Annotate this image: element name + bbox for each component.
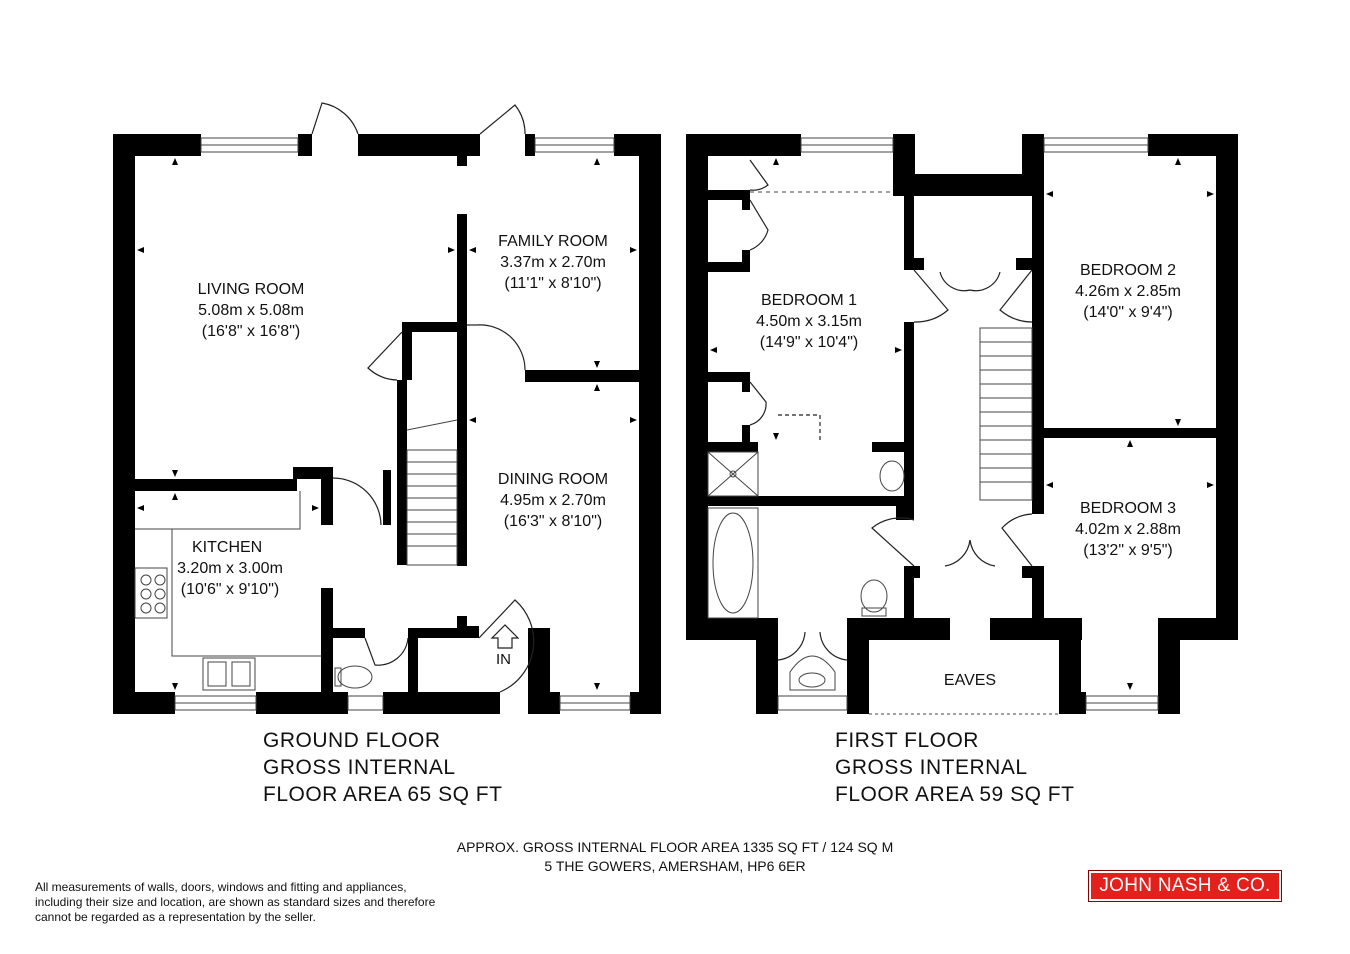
kitchen-metric: 3.20m x 3.00m bbox=[177, 560, 283, 577]
address: 5 THE GOWERS, AMERSHAM, HP6 6ER bbox=[544, 858, 806, 874]
disclaimer-line: including their size and location, are s… bbox=[35, 895, 436, 909]
kitchen-label: KITCHEN 3.20m x 3.00m (10'6" x 9'10") bbox=[160, 537, 300, 600]
bedroom1-imperial: (14'9" x 10'4") bbox=[759, 334, 859, 351]
bedroom2-imperial: (14'0" x 9'4") bbox=[1083, 304, 1173, 321]
entrance-label: IN bbox=[496, 651, 511, 668]
bedroom3-imperial: (13'2" x 9'5") bbox=[1083, 542, 1173, 559]
bedroom1-label: BEDROOM 1 4.50m x 3.15m (14'9" x 10'4") bbox=[739, 290, 879, 353]
ground-floor-walls bbox=[113, 134, 661, 714]
kitchen-imperial: (10'6" x 9'10") bbox=[180, 581, 280, 598]
family-room-name: FAMILY ROOM bbox=[498, 233, 608, 250]
first-floor-area: FLOOR AREA 59 SQ FT bbox=[835, 783, 1075, 806]
first-floor-measure-ticks bbox=[710, 158, 1214, 690]
bedroom3-metric: 4.02m x 2.88m bbox=[1075, 521, 1181, 538]
first-floor-plan bbox=[686, 134, 1238, 715]
ground-floor-caption: GROUND FLOOR GROSS INTERNAL FLOOR AREA 6… bbox=[263, 727, 502, 808]
ground-floor-title: GROUND FLOOR bbox=[263, 729, 441, 752]
summary: APPROX. GROSS INTERNAL FLOOR AREA 1335 S… bbox=[0, 838, 1350, 876]
ground-floor-plan bbox=[113, 102, 661, 714]
bathroom-fittings bbox=[707, 451, 905, 691]
first-floor-title: FIRST FLOOR bbox=[835, 729, 979, 752]
living-room-metric: 5.08m x 5.08m bbox=[198, 302, 304, 319]
kitchen-name: KITCHEN bbox=[192, 539, 263, 556]
ground-floor-windows bbox=[174, 137, 631, 711]
agent-logo: JOHN NASH & CO. bbox=[1088, 870, 1282, 902]
bedroom2-metric: 4.26m x 2.85m bbox=[1075, 283, 1181, 300]
first-floor-windows bbox=[750, 137, 1159, 715]
bedroom1-name: BEDROOM 1 bbox=[760, 292, 857, 309]
living-room-name: LIVING ROOM bbox=[197, 281, 305, 298]
dining-room-name: DINING ROOM bbox=[497, 471, 609, 488]
ground-floor-doors bbox=[311, 102, 535, 693]
living-room-label: LIVING ROOM 5.08m x 5.08m (16'8" x 16'8"… bbox=[186, 279, 316, 342]
first-floor-caption: FIRST FLOOR GROSS INTERNAL FLOOR AREA 59… bbox=[835, 727, 1074, 808]
bedroom2-label: BEDROOM 2 4.26m x 2.85m (14'0" x 9'4") bbox=[1058, 260, 1198, 323]
ground-floor-area: FLOOR AREA 65 SQ FT bbox=[263, 783, 503, 806]
family-room-label: FAMILY ROOM 3.37m x 2.70m (11'1" x 8'10"… bbox=[478, 231, 628, 294]
first-floor-stairs bbox=[979, 327, 1033, 501]
dining-room-label: DINING ROOM 4.95m x 2.70m (16'3" x 8'10"… bbox=[478, 469, 628, 532]
disclaimer-line: cannot be regarded as a representation b… bbox=[35, 910, 316, 924]
bedroom3-label: BEDROOM 3 4.02m x 2.88m (13'2" x 9'5") bbox=[1058, 498, 1198, 561]
ground-floor-subtitle: GROSS INTERNAL bbox=[263, 756, 456, 779]
eaves-label: EAVES bbox=[920, 670, 1020, 691]
disclaimer: All measurements of walls, doors, window… bbox=[35, 880, 435, 925]
first-floor-subtitle: GROSS INTERNAL bbox=[835, 756, 1028, 779]
bedroom2-name: BEDROOM 2 bbox=[1079, 262, 1176, 279]
entrance-arrow-icon bbox=[490, 624, 520, 649]
bedroom1-metric: 4.50m x 3.15m bbox=[756, 313, 862, 330]
kitchen-fittings bbox=[134, 491, 373, 691]
dining-room-metric: 4.95m x 2.70m bbox=[500, 492, 606, 509]
family-room-metric: 3.37m x 2.70m bbox=[500, 254, 606, 271]
eaves-name: EAVES bbox=[943, 672, 997, 689]
total-area: APPROX. GROSS INTERNAL FLOOR AREA 1335 S… bbox=[456, 839, 894, 855]
first-floor-doors bbox=[749, 159, 1033, 661]
disclaimer-line: All measurements of walls, doors, window… bbox=[35, 880, 407, 894]
living-room-imperial: (16'8" x 16'8") bbox=[201, 323, 301, 340]
dining-room-imperial: (16'3" x 8'10") bbox=[503, 513, 603, 530]
bedroom3-name: BEDROOM 3 bbox=[1079, 500, 1176, 517]
first-floor-walls bbox=[686, 134, 1238, 714]
ground-floor-stairs bbox=[406, 419, 458, 566]
family-room-imperial: (11'1" x 8'10") bbox=[504, 275, 602, 292]
ground-floor-measure-ticks bbox=[137, 158, 637, 690]
